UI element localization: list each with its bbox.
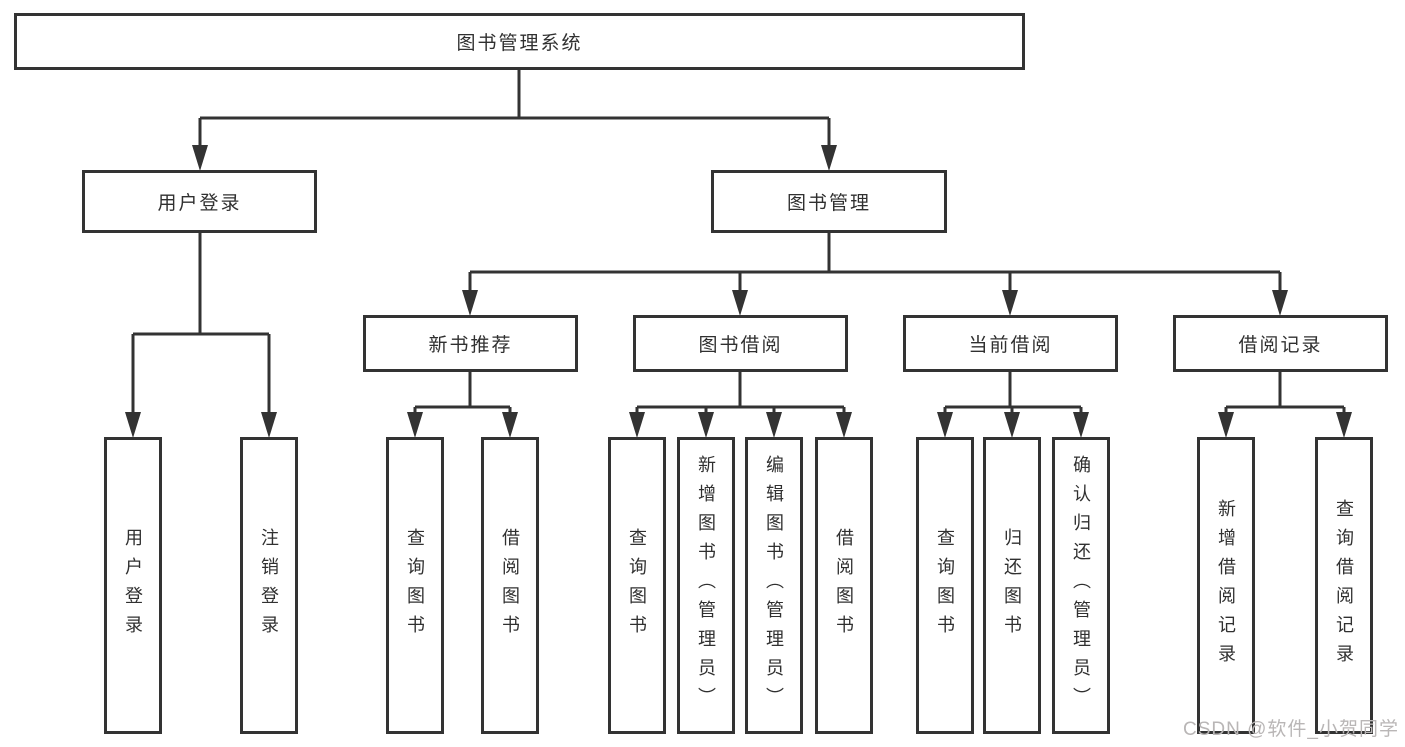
node-root-label: 图书管理系统 [456, 33, 583, 54]
leaf-user-login: 用户登录 [104, 437, 162, 734]
arrow-head-icon [1073, 412, 1089, 438]
leaf-bb-borrow-book: 借阅图书 [815, 437, 873, 734]
node-root: 图书管理系统 [14, 13, 1025, 70]
leaf-bb-query-book-label: 查询图书 [627, 527, 647, 644]
leaf-user-login-label: 用户登录 [123, 527, 143, 644]
watermark: CSDN @软件_小贺同学 [1183, 719, 1399, 740]
leaf-logout: 注销登录 [240, 437, 298, 734]
node-book-borrow: 图书借阅 [633, 315, 848, 372]
connector-user-login [131, 233, 271, 414]
arrow-head-icon [1336, 412, 1352, 438]
connector-root [198, 70, 831, 148]
arrow-head-icon [407, 412, 423, 438]
connector-current-borrow [943, 372, 1083, 414]
leaf-bb-add-book-label: 新增图书（管理员） [696, 455, 716, 716]
node-borrow-record-label: 借阅记录 [1238, 335, 1323, 356]
leaf-rec-query-book: 查询图书 [386, 437, 444, 734]
leaf-br-query-record-label: 查询借阅记录 [1334, 498, 1354, 673]
node-book-mgmt-label: 图书管理 [786, 193, 871, 214]
node-user-login: 用户登录 [82, 170, 317, 233]
leaf-br-query-record: 查询借阅记录 [1315, 437, 1373, 734]
arrow-head-icon [1218, 412, 1234, 438]
connector-new-book-rec [413, 372, 512, 414]
leaf-br-add-record-label: 新增借阅记录 [1216, 498, 1236, 673]
node-current-borrow: 当前借阅 [903, 315, 1118, 372]
arrow-head-icon [766, 412, 782, 438]
arrow-head-icon [732, 290, 748, 316]
connector-borrow-record [1224, 372, 1346, 414]
leaf-cb-query-book-label: 查询图书 [935, 527, 955, 644]
arrow-head-icon [502, 412, 518, 438]
arrow-head-icon [192, 145, 208, 171]
arrow-head-icon [937, 412, 953, 438]
arrow-head-icon [698, 412, 714, 438]
leaf-bb-borrow-book-label: 借阅图书 [834, 527, 854, 644]
leaf-cb-return-book-label: 归还图书 [1002, 527, 1022, 644]
node-current-borrow-label: 当前借阅 [968, 335, 1053, 356]
arrow-head-icon [629, 412, 645, 438]
arrow-head-icon [1002, 290, 1018, 316]
node-borrow-record: 借阅记录 [1173, 315, 1388, 372]
leaf-logout-label: 注销登录 [259, 527, 279, 644]
arrow-head-icon [462, 290, 478, 316]
leaf-rec-query-book-label: 查询图书 [405, 527, 425, 644]
leaf-cb-confirm-return-label: 确认归还（管理员） [1071, 455, 1091, 716]
leaf-bb-query-book: 查询图书 [608, 437, 666, 734]
arrow-head-icon [836, 412, 852, 438]
leaf-rec-borrow-book-label: 借阅图书 [500, 527, 520, 644]
connector-book-mgmt [468, 233, 1282, 292]
node-user-login-label: 用户登录 [157, 193, 242, 214]
node-new-book-rec-label: 新书推荐 [428, 335, 513, 356]
arrow-heads [125, 145, 1352, 438]
leaf-cb-return-book: 归还图书 [983, 437, 1041, 734]
connector-book-borrow [635, 372, 846, 414]
arrow-head-icon [821, 145, 837, 171]
leaf-bb-add-book: 新增图书（管理员） [677, 437, 735, 734]
node-book-borrow-label: 图书借阅 [698, 335, 783, 356]
leaf-bb-edit-book-label: 编辑图书（管理员） [764, 455, 784, 716]
arrow-head-icon [125, 412, 141, 438]
leaf-rec-borrow-book: 借阅图书 [481, 437, 539, 734]
node-book-mgmt: 图书管理 [711, 170, 947, 233]
arrow-head-icon [1272, 290, 1288, 316]
leaf-cb-query-book: 查询图书 [916, 437, 974, 734]
arrow-head-icon [261, 412, 277, 438]
connector-lines [131, 70, 1346, 414]
leaf-br-add-record: 新增借阅记录 [1197, 437, 1255, 734]
node-new-book-rec: 新书推荐 [363, 315, 578, 372]
arrow-head-icon [1004, 412, 1020, 438]
leaf-cb-confirm-return: 确认归还（管理员） [1052, 437, 1110, 734]
leaf-bb-edit-book: 编辑图书（管理员） [745, 437, 803, 734]
